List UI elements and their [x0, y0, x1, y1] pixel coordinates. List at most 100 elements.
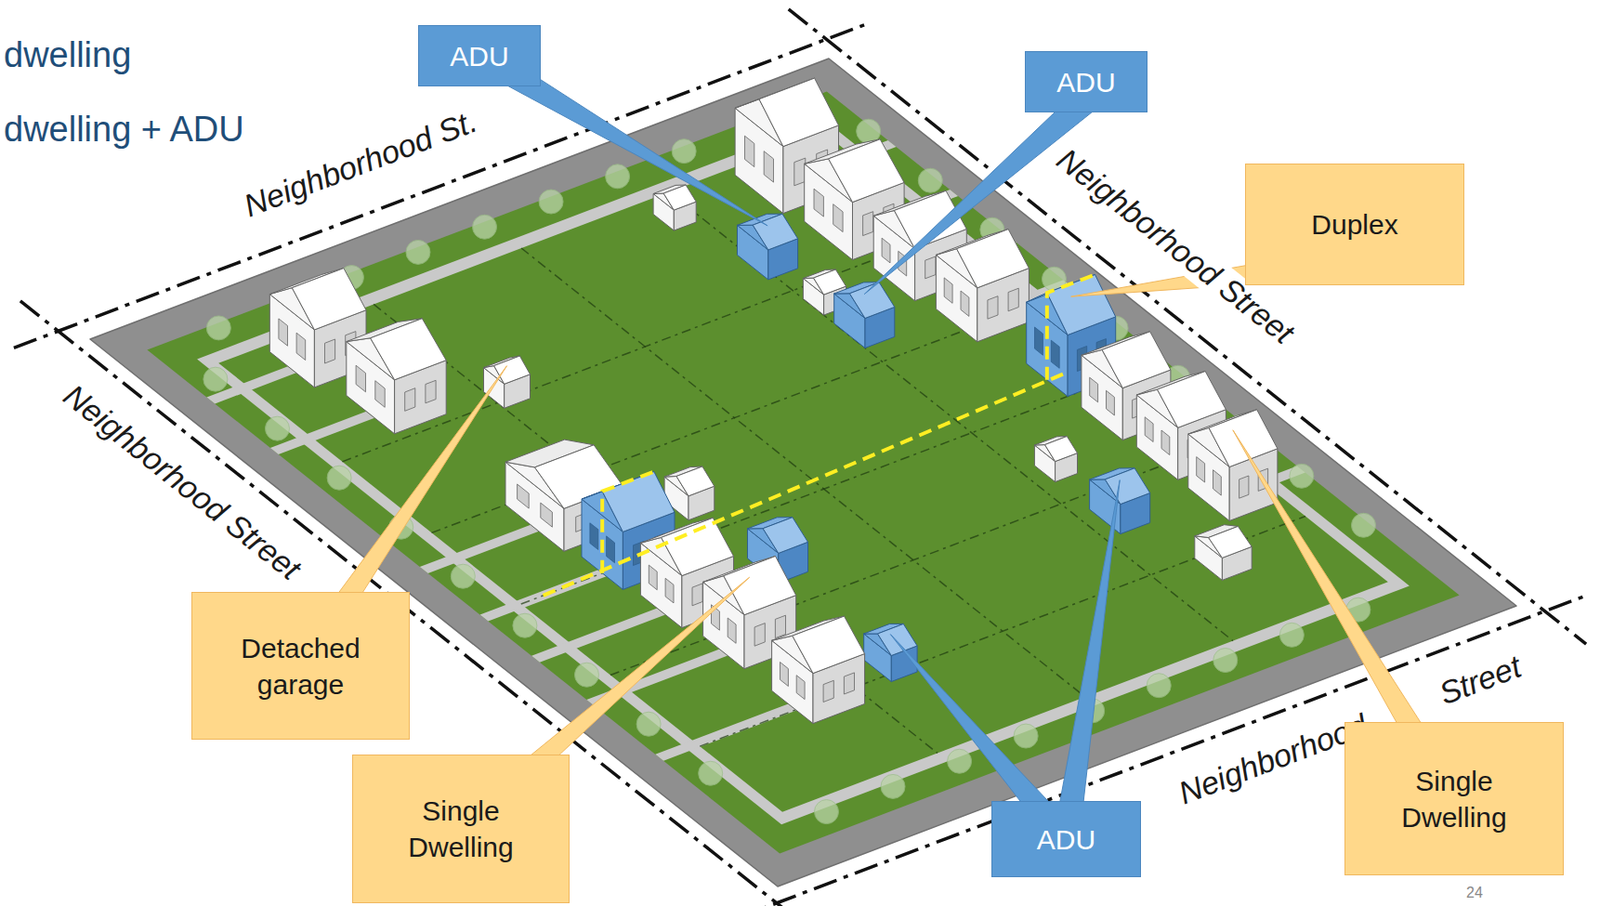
tree [206, 315, 231, 341]
house-window [754, 623, 765, 647]
house-window [727, 617, 736, 643]
house-window [606, 536, 616, 564]
duplex-split-line [1047, 274, 1096, 380]
house-building [1188, 409, 1278, 522]
lot-line [341, 231, 948, 462]
callout-box: Single Dwelling [1344, 721, 1564, 876]
callout-box: Detached garage [191, 591, 410, 740]
tree [472, 214, 498, 239]
house-window [1106, 390, 1115, 416]
street-centerline [20, 301, 818, 906]
house-window [648, 564, 657, 591]
house-window [745, 135, 755, 167]
house-window [813, 188, 824, 217]
house-roof [661, 517, 735, 576]
buildings [269, 78, 1278, 724]
page-number: 24 [1466, 884, 1483, 902]
callout-box: ADU [991, 800, 1141, 878]
duplex-split-line [543, 371, 1070, 596]
tree [538, 189, 564, 214]
street-name: Street [1430, 646, 1530, 714]
house-window [796, 675, 805, 700]
house-roof [494, 355, 531, 384]
callout-box: ADU [1024, 51, 1148, 113]
callout-text: ADU [1036, 821, 1096, 858]
house-roof [1047, 275, 1116, 336]
lot-line [521, 248, 1086, 697]
lot-line [373, 303, 938, 753]
house-window [843, 672, 854, 695]
house-roof [291, 268, 367, 330]
callout-box: Duplex [1245, 163, 1465, 286]
callout-text: Detached garage [222, 629, 381, 703]
tree [203, 367, 228, 392]
house-window [375, 380, 385, 408]
house-roof [762, 517, 808, 554]
house-roof [1101, 331, 1171, 389]
street-centerline [788, 9, 1587, 644]
house-roof [759, 78, 840, 147]
tree [406, 239, 431, 264]
walkway [655, 703, 797, 761]
house-window [823, 680, 834, 702]
house-window [296, 332, 306, 360]
tree [450, 563, 475, 589]
callout-text: Duplex [1311, 206, 1398, 243]
walkway [419, 524, 539, 574]
house-roof [723, 556, 797, 616]
house-window [833, 204, 843, 233]
tree [813, 800, 839, 825]
adu-building [834, 282, 895, 349]
house-window [405, 388, 416, 412]
lot-line [432, 302, 1038, 534]
walkway [531, 607, 666, 662]
house-roof [752, 213, 798, 250]
callout-pointer [1053, 480, 1121, 842]
ground [90, 58, 1517, 887]
list-item: dwelling [3, 35, 132, 77]
street-boundaries [13, 9, 1590, 906]
house-roof [792, 616, 866, 674]
tree [918, 168, 943, 193]
tree [1213, 648, 1238, 673]
house-window [325, 339, 336, 364]
house-window [355, 365, 366, 393]
callout-text: Single Dwelling [1375, 762, 1534, 836]
house-roof [1157, 371, 1227, 429]
house-roof [676, 466, 715, 497]
house-window [1213, 470, 1222, 496]
house-window [1144, 417, 1154, 443]
callout-text: Single Dwelling [381, 792, 540, 866]
tree [1146, 673, 1171, 698]
house-window [425, 380, 436, 404]
callout-text: ADU [449, 38, 509, 75]
house-roof [602, 472, 675, 533]
adu-building [1089, 468, 1151, 535]
house-window [1035, 327, 1044, 355]
house-window [1089, 377, 1099, 403]
callout-pointer [864, 90, 1095, 294]
tree [1013, 723, 1038, 748]
house-building [1194, 524, 1252, 581]
street-centerline [732, 594, 1589, 906]
tree [327, 465, 352, 490]
tree [605, 164, 630, 189]
duplex-split-line [602, 472, 655, 574]
tree [575, 662, 600, 687]
house-window [1050, 340, 1060, 368]
house-roof [663, 184, 696, 210]
tree [1350, 512, 1376, 538]
callout-box: Single Dwelling [352, 754, 570, 904]
lot-line [699, 515, 1306, 747]
house-window [692, 583, 703, 606]
house-roof [1104, 468, 1150, 505]
house-building [346, 318, 446, 434]
house-window [1239, 475, 1249, 499]
house-window [590, 523, 599, 551]
callout-box: ADU [418, 25, 541, 87]
house-window [987, 296, 998, 320]
house-window [881, 237, 891, 263]
adu-building [737, 213, 799, 280]
house-window [960, 290, 970, 316]
